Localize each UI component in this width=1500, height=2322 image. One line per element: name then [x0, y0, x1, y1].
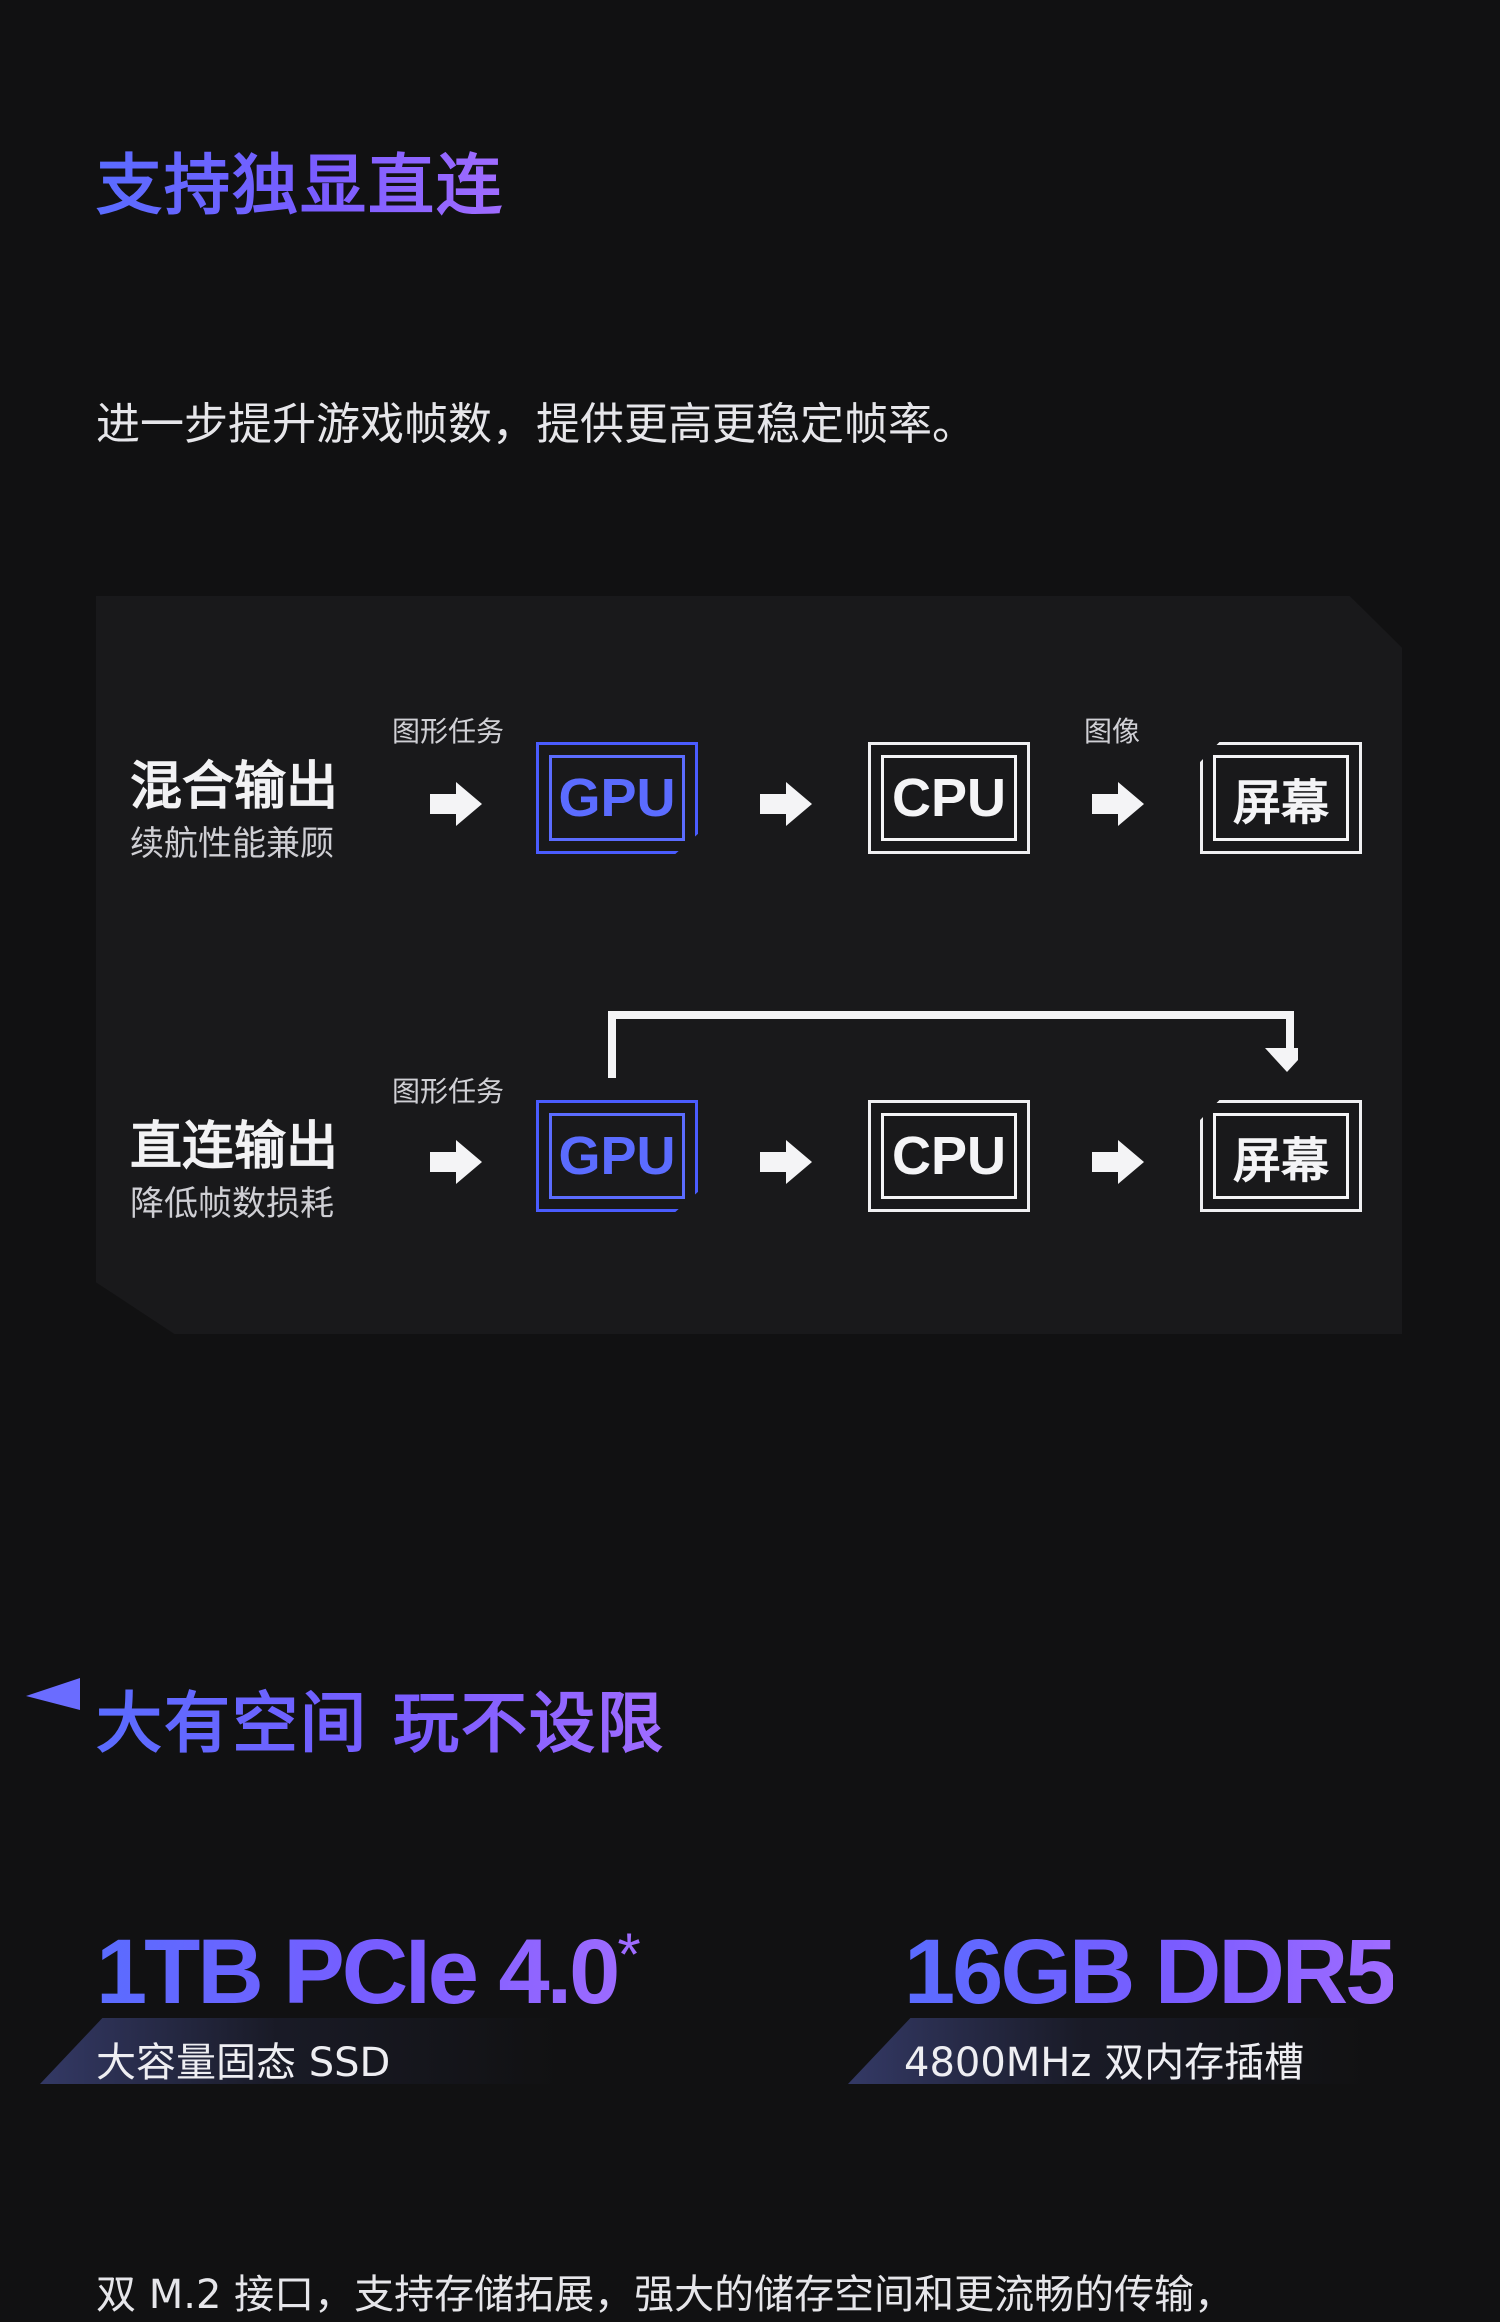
row2-screen-chip: 屏幕 — [1200, 1100, 1362, 1212]
row1-subtitle: 续航性能兼顾 — [130, 824, 334, 864]
spec1-value: 1TB PCIe 4.0 — [96, 1921, 618, 2023]
row1-image-label: 图像 — [1084, 715, 1141, 748]
row1-title: 混合输出 — [130, 757, 339, 817]
row1-cpu-chip: CPU — [868, 742, 1030, 854]
spec2-highlight — [848, 2018, 1368, 2084]
row2-cpu-chip: CPU — [868, 1100, 1030, 1212]
section-subtitle: 进一步提升游戏帧数，提供更高更稳定帧率。 — [96, 399, 976, 450]
spec1-headline: 1TB PCIe 4.0* — [96, 1920, 641, 2025]
row2-gpu-label: GPU — [558, 1126, 676, 1186]
row2-title: 直连输出 — [130, 1117, 339, 1177]
arrow-right-icon — [430, 1140, 482, 1184]
row1-graphics-task-label: 图形任务 — [392, 715, 505, 748]
storage-description: 双 M.2 接口，支持存储拓展，强大的储存空间和更流畅的传输， — [96, 2272, 1235, 2318]
row2-cpu-label: CPU — [891, 1126, 1006, 1186]
section-title-gpu-direct: 支持独显直连 — [96, 132, 504, 228]
triangle-marker-icon — [26, 1678, 80, 1710]
row1-gpu-label: GPU — [558, 768, 676, 828]
arrow-right-icon — [1092, 782, 1144, 826]
row1-cpu-label: CPU — [891, 768, 1006, 828]
row2-screen-label: 屏幕 — [1232, 1133, 1329, 1189]
spec1-subtitle: 大容量固态 SSD — [96, 2040, 391, 2086]
section-title-storage: 大有空间 玩不设限 — [96, 1670, 665, 1766]
spec2-subtitle: 4800MHz 双内存插槽 — [904, 2040, 1305, 2086]
row2-subtitle: 降低帧数损耗 — [130, 1184, 334, 1224]
bypass-arrow-icon — [608, 1010, 1309, 1078]
spec1-highlight — [40, 2018, 560, 2084]
row2-graphics-task-label: 图形任务 — [392, 1075, 505, 1108]
arrow-right-icon — [760, 782, 812, 826]
spec2-headline: 16GB DDR5 — [904, 1921, 1396, 2023]
row1-screen-chip: 屏幕 — [1200, 742, 1362, 854]
arrow-right-icon — [760, 1140, 812, 1184]
diagram-panel — [96, 596, 1402, 1334]
arrow-right-icon — [1092, 1140, 1144, 1184]
spec1-footnote-mark: * — [617, 1921, 641, 1988]
row1-gpu-chip: GPU — [536, 742, 698, 854]
row2-gpu-chip: GPU — [536, 1100, 698, 1212]
arrow-right-icon — [430, 782, 482, 826]
row1-screen-label: 屏幕 — [1232, 775, 1329, 831]
